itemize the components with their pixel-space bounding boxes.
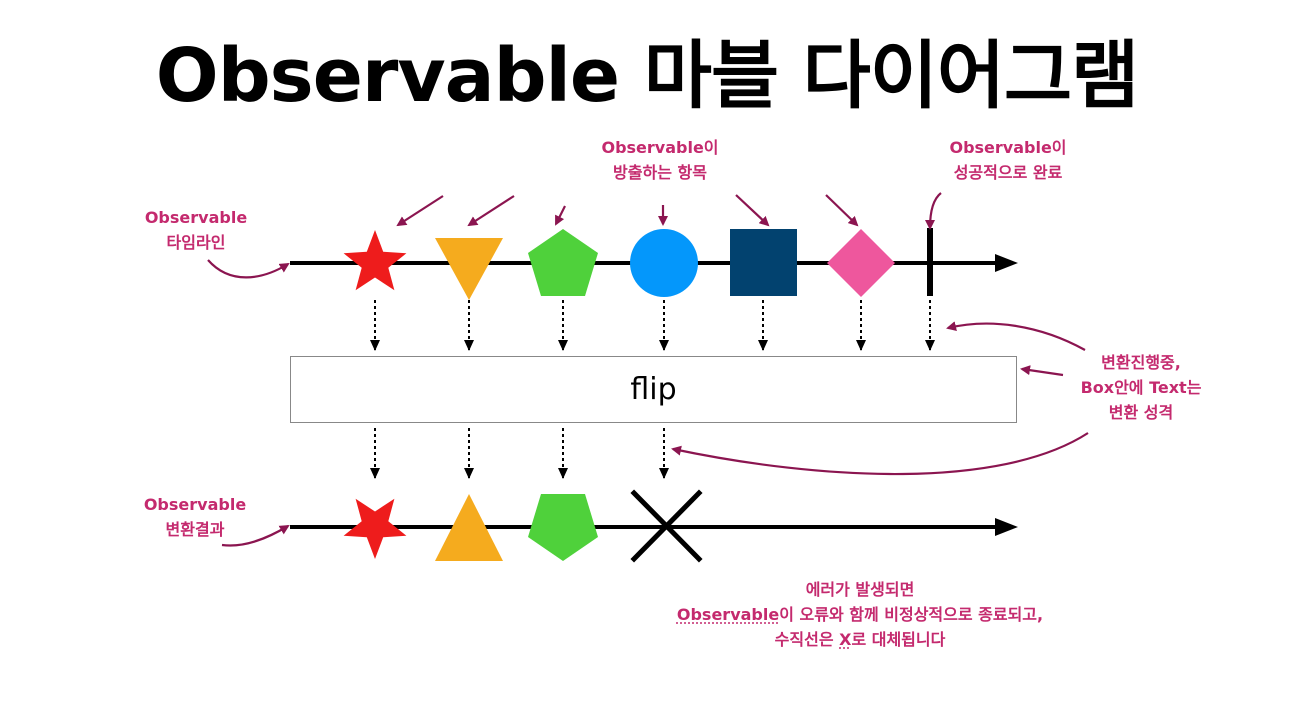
emitted-annotation: Observable이 방출하는 항목 <box>601 138 719 182</box>
star-icon <box>343 230 407 291</box>
transform-pointer-bottom <box>671 432 1089 476</box>
operator-box: flip <box>290 356 1017 423</box>
square-icon <box>730 229 797 296</box>
triangle-down-icon <box>435 238 503 300</box>
output-timeline <box>290 518 1018 536</box>
result-pointer <box>221 524 290 547</box>
output-connectors <box>370 428 669 479</box>
timeline-annotation: Observable 타임라인 <box>144 208 248 252</box>
output-items <box>343 489 703 563</box>
timeline-pointer <box>207 259 290 279</box>
pentagon-flipped-icon <box>528 494 598 561</box>
operator-label: flip <box>630 372 677 407</box>
star-flipped-icon <box>343 498 407 559</box>
result-annotation: Observable 변환결과 <box>143 495 247 539</box>
timeline-arrowhead-icon <box>995 518 1018 536</box>
completed-pointer <box>925 192 942 230</box>
error-annotation: 에러가 발생되면 Observable이 오류와 함께 비정상적으로 종료되고,… <box>676 580 1044 649</box>
transform-pointer-box <box>1020 365 1064 377</box>
transform-pointer-top <box>946 321 1086 351</box>
input-connectors <box>370 300 935 351</box>
annotation-arrows <box>207 192 1089 547</box>
diamond-icon <box>827 229 895 297</box>
completed-annotation: Observable이 성공적으로 완료 <box>949 138 1067 182</box>
input-items <box>343 229 895 300</box>
error-x-icon <box>630 489 703 563</box>
pentagon-icon <box>528 229 598 296</box>
circle-icon <box>630 229 698 297</box>
page-title: Observable 마블 다이어그램 <box>155 33 1139 119</box>
transform-annotation: 변환진행중, Box안에 Text는 변환 성격 <box>1080 353 1202 422</box>
timeline-arrowhead-icon <box>995 254 1018 272</box>
triangle-up-icon <box>435 494 503 561</box>
